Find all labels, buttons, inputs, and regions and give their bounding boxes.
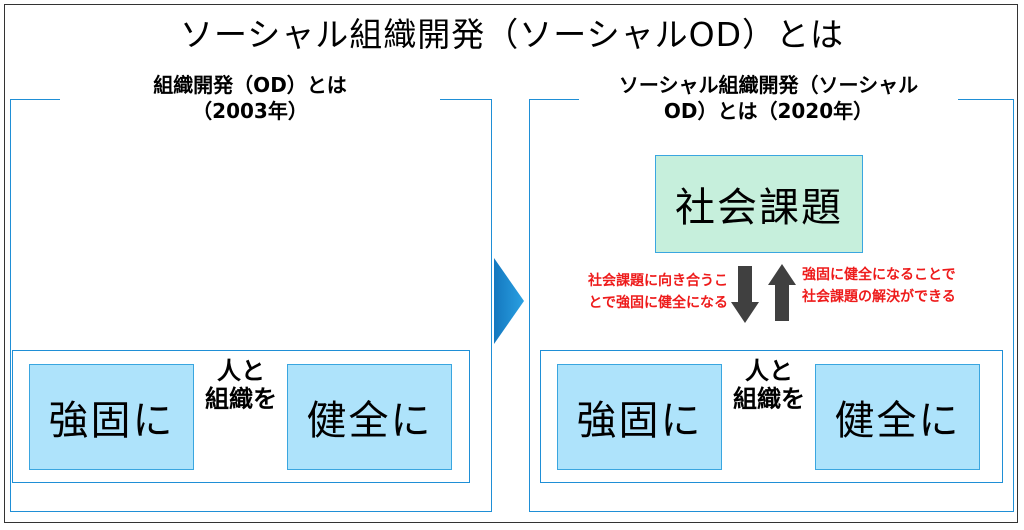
left-panel: [10, 99, 492, 512]
right-center-line1: 人と: [745, 357, 793, 385]
left-panel-topline-left: [10, 99, 60, 100]
right-box-strong: 強固に: [557, 364, 722, 470]
chevron-right-arrow-icon: [494, 258, 524, 344]
left-center-line1: 人と: [217, 357, 265, 385]
down-arrow-caption: 社会課題に向き合うこ とで強固に健全になる: [536, 270, 728, 314]
left-box-strong-label: 強固に: [48, 398, 175, 444]
left-center-label: 人と 組織を: [196, 357, 286, 413]
left-box-strong: 強固に: [29, 364, 194, 470]
right-center-label: 人と 組織を: [724, 357, 814, 413]
down-caption-line2: とで強固に健全になる: [588, 295, 728, 311]
down-caption-line1: 社会課題に向き合うこ: [588, 273, 728, 289]
left-panel-title-line1: 組織開発（OD）とは: [153, 73, 347, 97]
right-panel-title-line1: ソーシャル組織開発（ソーシャル: [618, 73, 919, 97]
social-issue-label: 社会課題: [675, 185, 843, 231]
left-inner-box: [12, 350, 470, 483]
up-caption-line2: 社会課題の解決ができる: [802, 289, 956, 305]
arrow-down-icon: [731, 266, 759, 323]
right-center-line2: 組織を: [733, 385, 805, 413]
right-box-healthy: 健全に: [815, 364, 980, 470]
right-inner-box: [540, 350, 1003, 483]
left-box-healthy: 健全に: [287, 364, 452, 470]
right-panel-title-line2: OD）とは（2020年）: [663, 99, 874, 123]
up-arrow-caption: 強固に健全になることで 社会課題の解決ができる: [802, 264, 1014, 308]
up-caption-line1: 強固に健全になることで: [802, 267, 956, 283]
outer-frame: [4, 4, 1018, 523]
right-panel-topline-right: [958, 99, 1014, 100]
right-box-strong-label: 強固に: [576, 398, 703, 444]
main-title: ソーシャル組織開発（ソーシャルOD）とは: [179, 15, 845, 54]
right-panel: [529, 99, 1014, 512]
left-panel-title-line2: （2003年）: [192, 99, 308, 123]
left-center-line2: 組織を: [205, 385, 277, 413]
social-issue-box: 社会課題: [655, 155, 863, 253]
left-box-healthy-label: 健全に: [306, 398, 433, 444]
left-panel-title: 組織開発（OD）とは （2003年）: [60, 72, 440, 124]
right-panel-title: ソーシャル組織開発（ソーシャル OD）とは（2020年）: [579, 72, 958, 124]
right-panel-topline-left: [529, 99, 579, 100]
left-panel-topline-right: [440, 99, 492, 100]
arrow-up-icon: [768, 264, 796, 321]
right-box-healthy-label: 健全に: [834, 398, 961, 444]
